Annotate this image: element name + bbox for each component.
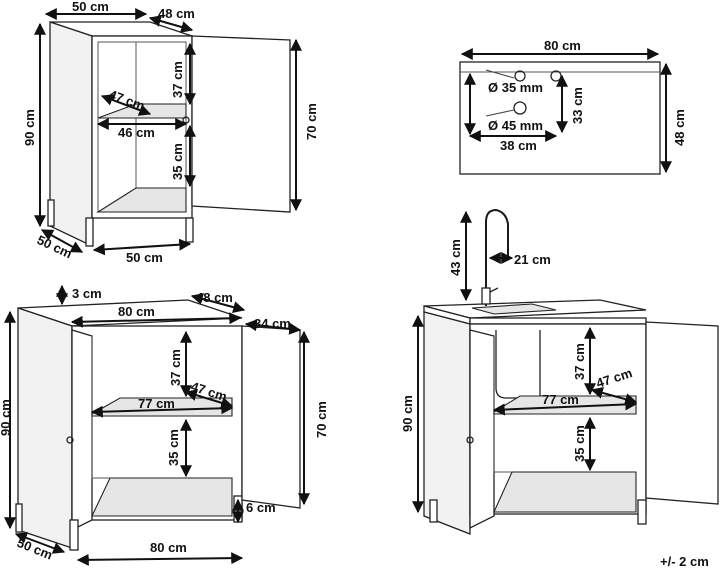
faucet-body [481, 287, 491, 305]
sink-cabinet-view: 43 cm 21 cm 90 cm 37 cm 47 cm 77 cm 35 c… [400, 208, 719, 535]
single-cabinet-door [191, 35, 291, 213]
drain-siphon [495, 330, 541, 399]
double-top-overhang-label: 3 cm [72, 286, 102, 301]
tap-hole-small [514, 70, 526, 82]
double-foot-height-label: 6 cm [246, 500, 276, 515]
single-lower-space-label: 35 cm [170, 143, 185, 180]
single-cabinet-leg [185, 217, 194, 243]
dim-line [100, 94, 152, 116]
dim-line [14, 532, 66, 554]
single-depth-top-label: 48 cm [158, 6, 195, 21]
tolerance-note: +/- 2 cm [660, 554, 709, 569]
single-upper-space-label: 37 cm [170, 61, 185, 98]
double-cabinet-door-right [241, 325, 301, 509]
double-door-width-label: 34 cm [254, 316, 291, 331]
single-cabinet-view: 50 cm 48 cm 90 cm 37 cm 47 cm 46 cm 35 c… [22, 0, 319, 265]
double-width-bottom-label: 80 cm [150, 540, 187, 555]
dim-line [148, 15, 194, 33]
sink-cabinet-side [423, 311, 471, 535]
dim-line [40, 229, 84, 253]
double-cabinet-leg [15, 503, 23, 533]
hole-small-label: Ø 35 mm [488, 80, 543, 95]
faucet-handle [489, 287, 499, 293]
single-cabinet-bottom [96, 187, 187, 213]
sink-shelf-width-label: 77 cm [542, 392, 579, 407]
double-cabinet-bottom [91, 477, 233, 517]
sink-upper-space-label: 37 cm [572, 343, 587, 380]
countertop-width-label: 80 cm [544, 38, 581, 53]
single-width-bottom-label: 50 cm [126, 250, 163, 265]
single-width-top-label: 50 cm [72, 0, 109, 14]
hole-large-label: Ø 45 mm [488, 118, 543, 133]
tap-reach-label: 21 cm [514, 252, 551, 267]
hole-offset-y-label: 33 cm [570, 87, 585, 124]
double-lower-space-label: 35 cm [166, 429, 181, 466]
sink-cabinet-top-front [469, 317, 647, 325]
double-cabinet-view: 3 cm 80 cm 48 cm 34 cm 90 cm 37 cm 47 cm… [0, 284, 329, 566]
sink-height-label: 90 cm [400, 395, 415, 432]
sink-cabinet-leg [429, 499, 438, 523]
dim-line [92, 238, 192, 256]
single-cabinet-leg [47, 199, 55, 227]
countertop-depth-label: 48 cm [672, 109, 687, 146]
dim-line [70, 312, 242, 328]
hole-offset-x-label: 38 cm [500, 138, 537, 153]
single-cabinet-side [49, 21, 93, 248]
double-width-top-label: 80 cm [118, 304, 155, 319]
drain-hole-large [513, 101, 527, 115]
single-shelf-width-label: 46 cm [118, 125, 155, 140]
double-upper-space-label: 37 cm [168, 349, 183, 386]
single-cabinet-leg [85, 217, 94, 247]
sink-lower-space-label: 35 cm [572, 425, 587, 462]
double-depth-top-label: 48 cm [196, 290, 233, 305]
dim-line [90, 402, 234, 418]
double-shelf-width-label: 77 cm [138, 396, 175, 411]
double-cabinet-leg [69, 519, 79, 551]
sink-cabinet-door-left [469, 329, 495, 530]
sink-cabinet-hinge [466, 436, 474, 444]
sink-basin [471, 303, 557, 315]
leader-line [485, 109, 515, 117]
double-height-label: 90 cm [0, 399, 13, 436]
faucet-spout [485, 208, 509, 306]
single-height-label: 90 cm [22, 109, 37, 146]
dim-line [492, 398, 638, 416]
tap-height-label: 43 cm [448, 239, 463, 276]
dim-line [190, 293, 246, 313]
leader-line [485, 69, 515, 79]
sink-cabinet-door-right [645, 321, 719, 505]
sink-cabinet-bottom [493, 471, 637, 513]
double-cabinet-door-left [71, 329, 93, 532]
single-door-height-label: 70 cm [304, 103, 319, 140]
dim-line [76, 552, 244, 566]
double-door-height-label: 70 cm [314, 401, 329, 438]
sink-cabinet-leg [637, 499, 647, 525]
double-cabinet-hinge [66, 436, 74, 444]
countertop-view: 80 cm 48 cm Ø 35 mm Ø 45 mm 38 cm 33 cm [459, 38, 687, 175]
dim-line [244, 319, 302, 335]
double-cabinet-side [17, 307, 73, 549]
